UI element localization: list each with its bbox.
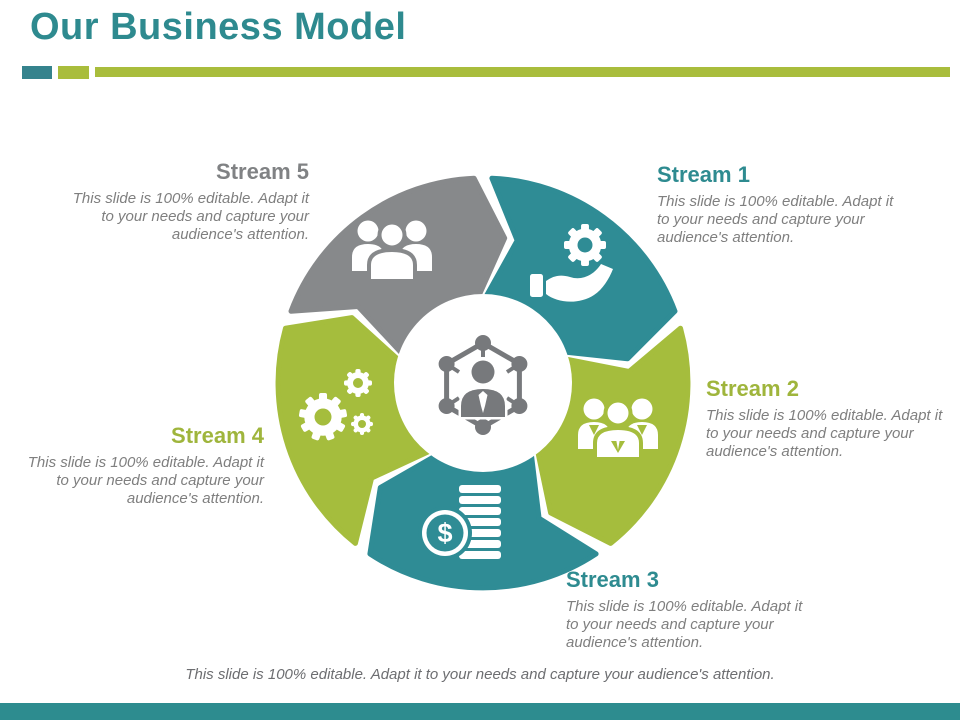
- stream-2-description: This slide is 100% editable. Adapt it to…: [706, 407, 943, 460]
- stream-4-block: Stream 4 This slide is 100% editable. Ad…: [12, 423, 264, 507]
- stream-4-description: This slide is 100% editable. Adapt it to…: [27, 454, 264, 507]
- stream-5-block: Stream 5 This slide is 100% editable. Ad…: [57, 159, 309, 243]
- stream-3-block: Stream 3 This slide is 100% editable. Ad…: [566, 567, 818, 651]
- svg-text:$: $: [437, 518, 452, 548]
- money-coins-icon: $: [418, 485, 501, 560]
- network-person-icon: [438, 335, 528, 435]
- stream-2-title: Stream 2: [706, 376, 799, 401]
- stream-1-title: Stream 1: [657, 162, 750, 187]
- bottom-bar: [0, 703, 960, 720]
- stream-5-description: This slide is 100% editable. Adapt it to…: [72, 190, 309, 243]
- divider-teal-block: [22, 66, 52, 79]
- page-title: Our Business Model: [30, 6, 407, 48]
- gear-shape: [351, 413, 373, 435]
- gear-shape: [298, 393, 348, 441]
- stream-3-description: This slide is 100% editable. Adapt it to…: [566, 598, 803, 651]
- gear-hand-icon: [530, 224, 613, 302]
- gear-shape: [344, 369, 372, 397]
- stream-1-description: This slide is 100% editable. Adapt it to…: [657, 193, 894, 246]
- divider-green-block: [58, 66, 89, 79]
- stream-5-title: Stream 5: [216, 159, 309, 184]
- gears-icon: [298, 369, 373, 441]
- stream-1-block: Stream 1 This slide is 100% editable. Ad…: [657, 162, 909, 246]
- stream-3-title: Stream 3: [566, 567, 659, 592]
- footer-note: This slide is 100% editable. Adapt it to…: [185, 666, 775, 683]
- gear-shape: [564, 224, 606, 266]
- divider-bar: [95, 67, 950, 77]
- stream-2-block: Stream 2 This slide is 100% editable. Ad…: [706, 376, 958, 460]
- stream-4-title: Stream 4: [171, 423, 264, 448]
- team-icon: [578, 398, 658, 461]
- group-people-icon: [352, 220, 432, 283]
